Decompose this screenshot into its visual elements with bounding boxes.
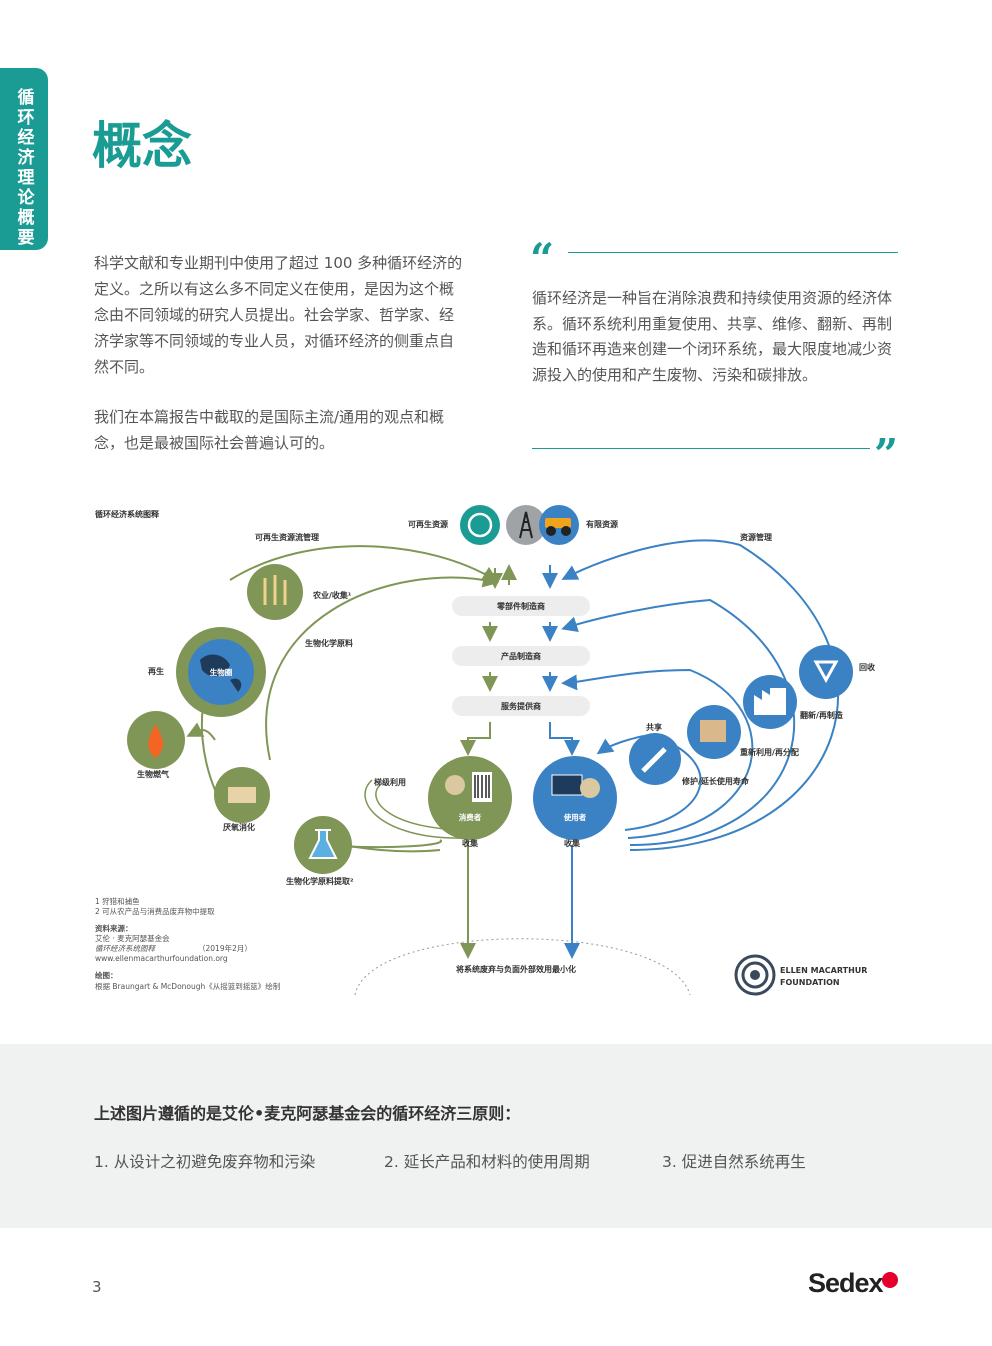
drawn-by: 根据 Braungart & McDonough《从摇篮到摇篮》绘制 [95, 981, 280, 991]
footnote-1: 1 狩猎和捕鱼 [95, 896, 140, 906]
definition-quote: “ 循环经济是一种旨在消除浪费和持续使用资源的经济体系。循环系统利用重复使用、共… [530, 234, 900, 479]
label-leakage: 将系统废弃与负面外部效用最小化 [456, 964, 576, 974]
cascade-arc-2 [364, 779, 466, 839]
source-url: www.ellenmacarthurfoundation.org [95, 954, 228, 963]
intro-text: 科学文献和专业期刊中使用了超过 100 多种循环经济的定义。之所以有这么多不同定… [94, 250, 466, 480]
user-head [580, 778, 600, 798]
truck-wheel-2 [561, 526, 571, 536]
flow-to-biogas [186, 722, 216, 741]
source-title: 循环经济系统图释 [95, 944, 156, 953]
principles-title: 上述图片遵循的是艾伦•麦克阿瑟基金会的循环经济三原则： [94, 1104, 521, 1123]
label-cascades: 梯级利用 [374, 777, 406, 787]
flow-refurbish-loop [561, 598, 796, 846]
source-date: （2019年2月） [198, 943, 252, 953]
section-side-tab[interactable]: 循环经济理论概要 [0, 68, 48, 250]
intro-paragraph-1: 科学文献和专业期刊中使用了超过 100 多种循环经济的定义。之所以有这么多不同定… [94, 254, 463, 376]
truck-wheel-1 [546, 526, 556, 536]
flow-share-loop [596, 733, 702, 831]
principle-1: 1. 从设计之初避免废弃物和污染 [94, 1153, 316, 1171]
label-farming: 农业/收集¹ [312, 590, 352, 600]
flow-reuse-loop [561, 668, 754, 839]
label-user: 使用者 [563, 812, 587, 822]
derrick-shape [519, 511, 533, 539]
label-renewables: 可再生资源 [408, 519, 448, 529]
footnote-2: 2 可从农产品与消费品废弃物中提取 [95, 906, 215, 916]
sedex-logo-mark [882, 1272, 898, 1288]
quote-divider-top [568, 252, 898, 253]
node-service-provider [452, 696, 590, 716]
soil-layer [228, 787, 256, 803]
label-parts-mfr: 零部件制造商 [496, 601, 545, 611]
butterfly-diagram: 循环经济系统图释 可再生资源流管理 可再生资源 有限资源 资源管理 零部件制造商… [90, 500, 905, 1000]
label-regeneration: 再生 [148, 666, 164, 676]
flow-farming-to-parts [229, 545, 499, 583]
quote-divider-bottom [532, 448, 870, 449]
renewable-energy-icon [460, 505, 500, 545]
quote-text: 循环经济是一种旨在消除浪费和持续使用资源的经济体系。循环系统利用重复使用、共享、… [532, 289, 893, 384]
wheat-shape [263, 575, 287, 605]
principles-panel [0, 1044, 992, 1228]
arrow-service-to-consumer [460, 722, 491, 756]
flask-shape [308, 829, 338, 859]
wrench-shape [641, 747, 667, 773]
page-number: 3 [92, 1278, 102, 1296]
diagram-title: 循环经济系统图释 [94, 509, 160, 519]
recycle-shape [813, 660, 839, 684]
user-circle [533, 756, 617, 840]
label-service-provider: 服务提供商 [501, 701, 541, 711]
recycle-icon [799, 645, 853, 699]
label-biochem-feedstock: 生物化学原料 [305, 638, 353, 648]
globe-continents [200, 654, 242, 692]
flow-recycle-loop [561, 539, 840, 851]
label-renewable-flow: 可再生资源流管理 [255, 532, 319, 542]
label-collection-left: 收集 [462, 838, 479, 848]
source-label: 资料来源： [95, 923, 133, 933]
renewable-ring [467, 512, 493, 538]
close-quote-icon: ” [874, 430, 899, 479]
label-product-mfr: 产品制造商 [501, 651, 541, 661]
principle-2: 2. 延长产品和材料的使用周期 [384, 1153, 590, 1171]
label-collection-right: 收集 [564, 838, 581, 848]
truck-body [545, 518, 571, 528]
sedex-logo: Sedex [808, 1268, 884, 1298]
label-finite: 有限资源 [586, 519, 618, 529]
intro-paragraph-2: 我们在本篇报告中截取的是国际主流/通用的观点和概念，也是最被国际社会普遍认可的。 [94, 408, 445, 452]
label-maintain: 修护/延长使用寿命 [681, 776, 750, 786]
page-title: 概念 [92, 116, 192, 175]
label-biosphere: 生物圈 [210, 667, 233, 677]
flow-biochem-to-parts [265, 571, 499, 761]
label-recycle: 回收 [859, 662, 875, 672]
principle-3: 3. 促进自然系统再生 [662, 1153, 806, 1171]
monitor-icon [551, 774, 583, 796]
label-reuse: 重新利用/再分配 [740, 747, 799, 757]
label-share: 共享 [646, 722, 662, 732]
label-stock-mgmt: 资源管理 [740, 532, 772, 542]
label-refurbish: 翻新/再制造 [800, 710, 843, 720]
leakage-arc [354, 938, 691, 996]
label-extraction: 生物化学原料提取² [286, 876, 354, 886]
open-quote-icon: “ [530, 234, 555, 283]
emf-name-line2: FOUNDATION [780, 978, 840, 987]
node-product-manufacturer [452, 646, 590, 666]
flame-shape [148, 724, 164, 758]
consumer-head [445, 775, 465, 795]
barcode-icon [472, 772, 492, 802]
box-shape [700, 720, 726, 742]
source-org: 艾伦 · 麦克阿瑟基金会 [95, 933, 170, 943]
section-tab-label: 循环经济理论概要 [13, 88, 34, 248]
consumer-circle [428, 756, 512, 840]
emf-logo [734, 954, 776, 996]
label-biogas: 生物燃气 [137, 769, 169, 779]
factory-shape [754, 688, 786, 715]
oil-derrick-icon [506, 505, 546, 545]
emf-name-line1: ELLEN MACARTHUR [780, 966, 867, 975]
arrow-service-to-user [549, 722, 580, 756]
drawn-label: 绘图： [95, 970, 118, 980]
node-parts-manufacturer [452, 596, 590, 616]
label-consumer: 消费者 [459, 812, 482, 822]
label-anaerobic: 厌氧消化 [223, 822, 255, 832]
